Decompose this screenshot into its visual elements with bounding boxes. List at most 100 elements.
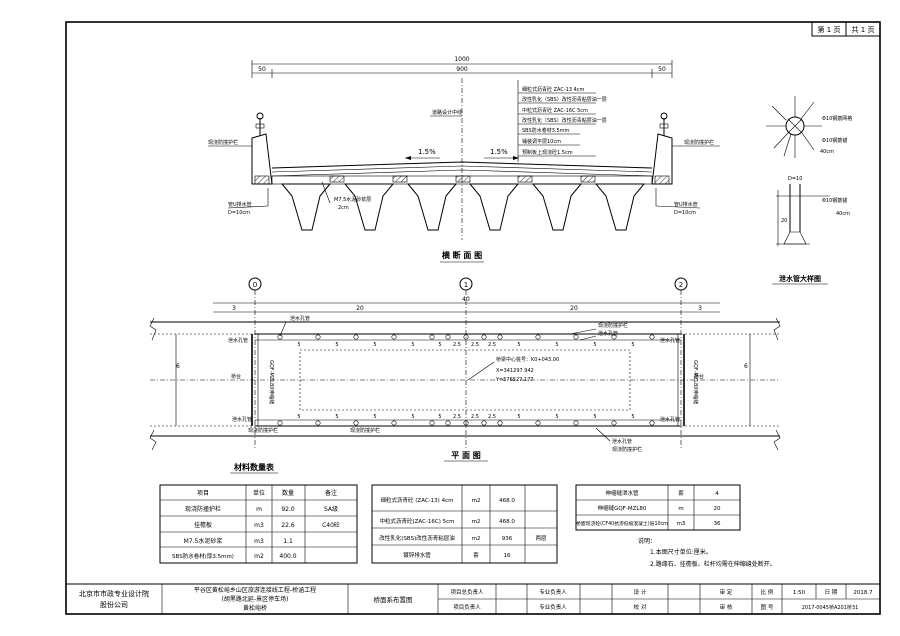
t1-r3-c1: m2	[254, 553, 264, 560]
drawing-name: 桥面系布置图	[374, 595, 413, 604]
drain-hole	[315, 420, 321, 426]
layer-4: 改性乳化（SBS）改性沥青粘层油一层	[522, 117, 607, 124]
drain-hole	[463, 334, 469, 340]
total-label: 共 1 页	[852, 25, 875, 34]
tb-r2-0: 项目负责人	[453, 603, 481, 611]
spacing-label: 2.5	[488, 414, 496, 420]
tb-r2-4: 校 对	[634, 603, 647, 611]
dim-mid: 900	[456, 66, 468, 73]
centerline-label: 道路设计中线	[432, 109, 462, 116]
layer-7: 预制板上现浇砼1.5cm	[522, 149, 573, 156]
dim-left: 50	[258, 66, 266, 73]
t2-r3-c2: 16	[504, 553, 511, 559]
drain-right-label: 管U排水管	[674, 201, 698, 208]
drain-hole	[391, 420, 397, 426]
mortar-thk: 2cm	[338, 205, 349, 211]
drain-detail: Φ10钢筋网格 Φ10钢筋锚 40cm D=10 20 Φ10钢筋锚 40cm …	[766, 96, 852, 285]
t2-r2-c1: m2	[472, 536, 481, 542]
spacing-label: 5	[555, 342, 558, 348]
plan-dim-s1: 20	[356, 305, 364, 312]
spacing-label: 5	[297, 342, 300, 348]
note-2: 2.路缘石、挂檐板、栏杆均需在伸缩缝处断开。	[650, 560, 776, 568]
guard-top-label: 现浇防撞护栏	[598, 322, 628, 329]
drain-tr2: 泄水孔管	[660, 337, 680, 344]
guard-bottom-label: 现浇防撞护栏	[248, 427, 278, 434]
plan-dim-r: 3	[698, 305, 702, 312]
spacing-label: 5	[297, 414, 300, 420]
t1-r1-c3: C40砼	[322, 521, 340, 529]
drain-left-d: D=10cm	[228, 210, 250, 216]
materials-title: 材料数量表	[234, 462, 275, 472]
layer-5: SBS防水卷材3.5mm	[522, 127, 570, 134]
joint-left: GQF-MZL80伸缩缝	[268, 360, 275, 404]
t1-r1-c2: 22.6	[281, 522, 295, 529]
drain-hole	[429, 334, 435, 340]
layer-1: 细粒式沥青砼 ZAC-13 4cm	[522, 86, 585, 93]
spacing-label: 2.5	[471, 414, 479, 420]
t1-r2-c1: m3	[254, 538, 264, 545]
dim-right: 50	[658, 66, 666, 73]
width-left: 6	[176, 363, 180, 370]
tb-r2-6: 审 核	[720, 603, 733, 611]
page-number-box: 第 1 页 共 1 页	[811, 21, 881, 37]
drain-hole	[315, 334, 321, 340]
station-label: 桥梁中心桩号：K0+043.00	[496, 356, 559, 363]
spacing-label: 5	[555, 414, 558, 420]
company-l1: 北京市市政专业设计院	[79, 589, 149, 598]
t2-r2-c2: 936	[502, 536, 513, 542]
tb-r1-6: 审 定	[720, 588, 733, 596]
drain-hole	[277, 420, 283, 426]
abut-right: 桥台	[694, 373, 704, 380]
plan-dim-s2: 20	[570, 305, 578, 312]
drain-hole	[497, 334, 503, 340]
detail-d: D=10	[788, 176, 802, 182]
drain-bl2: 泄水孔管	[612, 438, 632, 445]
note-1: 1.本图尺寸单位:厘米。	[650, 548, 712, 556]
t3-r1-c0: 伸缩缝GQF-MZL80	[598, 504, 647, 512]
materials-table-1: 项目 单位 数量 备注 现浇防撞护栏 m 92.0 SA级 挂檐板 m3 22.…	[159, 484, 358, 564]
t1-r0-c0: 现浇防撞护栏	[185, 505, 221, 513]
t1-r0-c2: 92.0	[281, 506, 295, 513]
spacing-label: 5	[517, 342, 520, 348]
t3-r2-c2: 36	[714, 521, 721, 527]
t3-r1-c2: 20	[714, 506, 721, 512]
spacing-label: 5	[631, 414, 634, 420]
t1-h3: 备注	[325, 489, 337, 497]
abut-left: 桥台	[231, 373, 241, 380]
t2-r1-c0: 中粒式沥青砼(ZAC-16C) 5cm	[379, 517, 454, 525]
t1-r3-c2: 400.0	[279, 553, 296, 560]
layer-2: 改性乳化（SBS）改性沥青粘层油一层	[522, 96, 607, 103]
drain-hole	[573, 334, 579, 340]
t3-r0-c0: 伸缩缝泄水管	[605, 489, 639, 497]
drain-hole	[497, 420, 503, 426]
guard-left-label: 现浇防撞护栏	[208, 139, 238, 146]
drain-tr: 泄水孔管	[598, 330, 618, 337]
mortar-label: M7.5水泥砂浆层	[334, 196, 371, 203]
t3-r1-c1: m	[678, 506, 683, 512]
spacing-label: 5	[411, 414, 414, 420]
drain-hole	[611, 334, 617, 340]
detail-label-3: 40cm	[820, 149, 834, 155]
spacing-label: 5	[335, 414, 338, 420]
drain-hole	[445, 334, 451, 340]
spacing-label: 2.5	[453, 414, 461, 420]
axis-1-label: 1	[464, 281, 468, 289]
spacing-label: 2.5	[453, 342, 461, 348]
t3-r0-c1: 套	[678, 489, 684, 497]
tb-r2-8: 图 号	[761, 603, 774, 611]
t2-r0-c1: m2	[472, 498, 481, 504]
spacing-label: 5	[438, 342, 441, 348]
t2-r0-c0: 细粒式沥青砼 (ZAC-13) 4cm	[381, 496, 454, 504]
t1-r0-c3: SA级	[324, 505, 338, 513]
tb-r2-9: 2017-0045桥A201桥31	[802, 604, 859, 611]
t1-r0-c1: m	[256, 506, 262, 513]
drain-hole	[611, 420, 617, 426]
plan-dim-l: 3	[232, 305, 236, 312]
drain-bl: 泄水孔管	[232, 416, 252, 423]
axis-1: 1	[459, 277, 473, 450]
detail-title: 泄水管大样图	[779, 274, 821, 283]
coord-y: Y=576527.177	[495, 377, 533, 383]
materials-table-3: 伸缩缝泄水管 套 4 伸缩缝GQF-MZL80 m 20 桥面现浇砼(CF40抗…	[575, 484, 776, 568]
axis-0: 0	[248, 277, 262, 450]
